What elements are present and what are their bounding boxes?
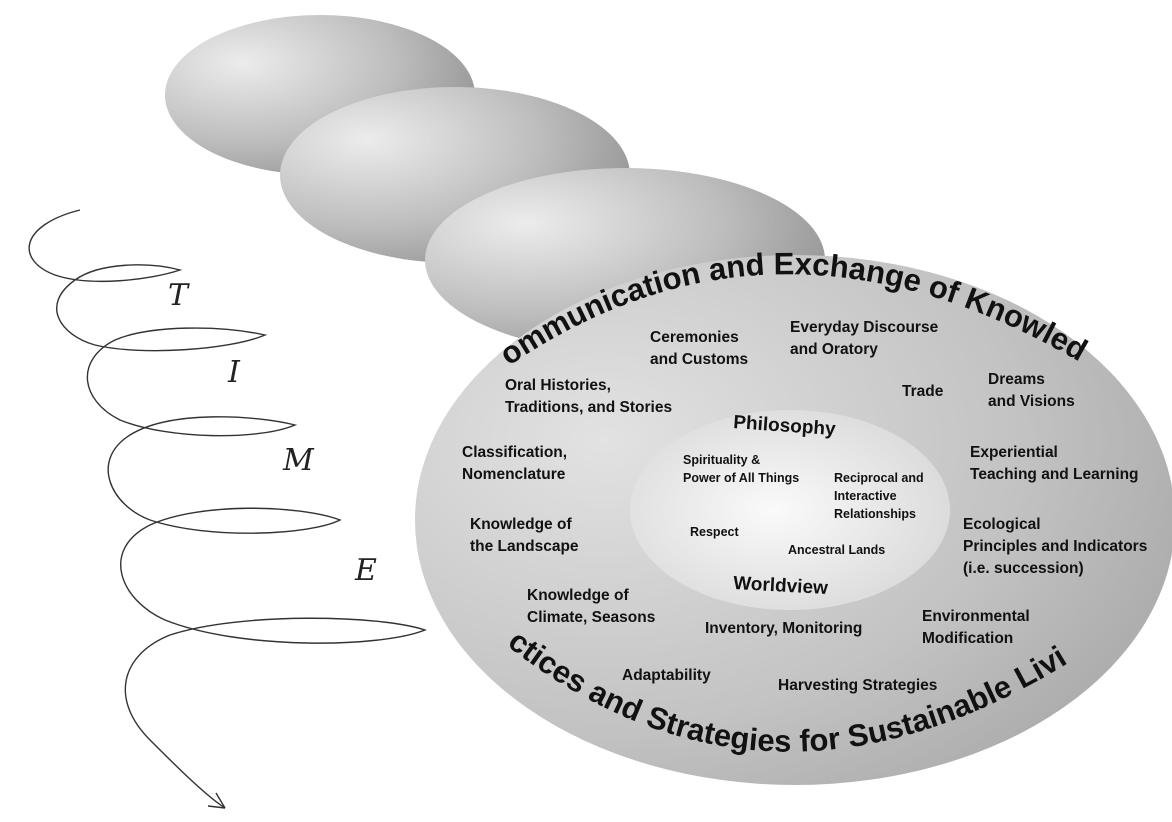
oral-histories-label: Oral Histories, Traditions, and Stories xyxy=(505,377,672,416)
landscape-label: Knowledge of the Landscape xyxy=(470,516,579,555)
time-letter: T xyxy=(168,278,190,313)
ecological-label: Ecological Principles and Indicators (i.… xyxy=(963,516,1152,577)
harvesting-label: Harvesting Strategies xyxy=(778,677,937,694)
core-disc xyxy=(630,410,950,610)
inventory-label: Inventory, Monitoring xyxy=(705,620,862,637)
dreams-label: Dreams and Visions xyxy=(988,371,1075,410)
outer-ring-items: Ceremonies and Customs Everyday Discours… xyxy=(462,319,1152,694)
adaptability-label: Adaptability xyxy=(622,667,711,684)
trade-label: Trade xyxy=(902,383,944,400)
time-letter: E xyxy=(354,553,377,588)
ancestral-lands-label: Ancestral Lands xyxy=(788,543,885,557)
climate-label: Knowledge of Climate, Seasons xyxy=(527,587,655,626)
respect-label: Respect xyxy=(690,525,739,539)
worldview-title: Worldview xyxy=(733,573,829,599)
classification-label: Classification, Nomenclature xyxy=(462,444,571,483)
experiential-label: Experiential Teaching and Learning xyxy=(970,444,1139,483)
reciprocal-label: Reciprocal and Interactive Relationships xyxy=(834,471,927,521)
time-letter: M xyxy=(282,443,315,478)
ceremonies-label: Ceremonies and Customs xyxy=(650,329,748,368)
core-items: Philosophy Worldview Spirituality & Powe… xyxy=(683,412,927,599)
environmental-label: Environmental Modification xyxy=(922,608,1034,647)
discourse-label: Everyday Discourse and Oratory xyxy=(790,319,943,358)
time-letter: I xyxy=(227,355,241,390)
spirituality-label: Spirituality & Power of All Things xyxy=(683,453,799,485)
time-label: T I M E xyxy=(168,278,377,588)
time-spiral xyxy=(28,209,428,809)
